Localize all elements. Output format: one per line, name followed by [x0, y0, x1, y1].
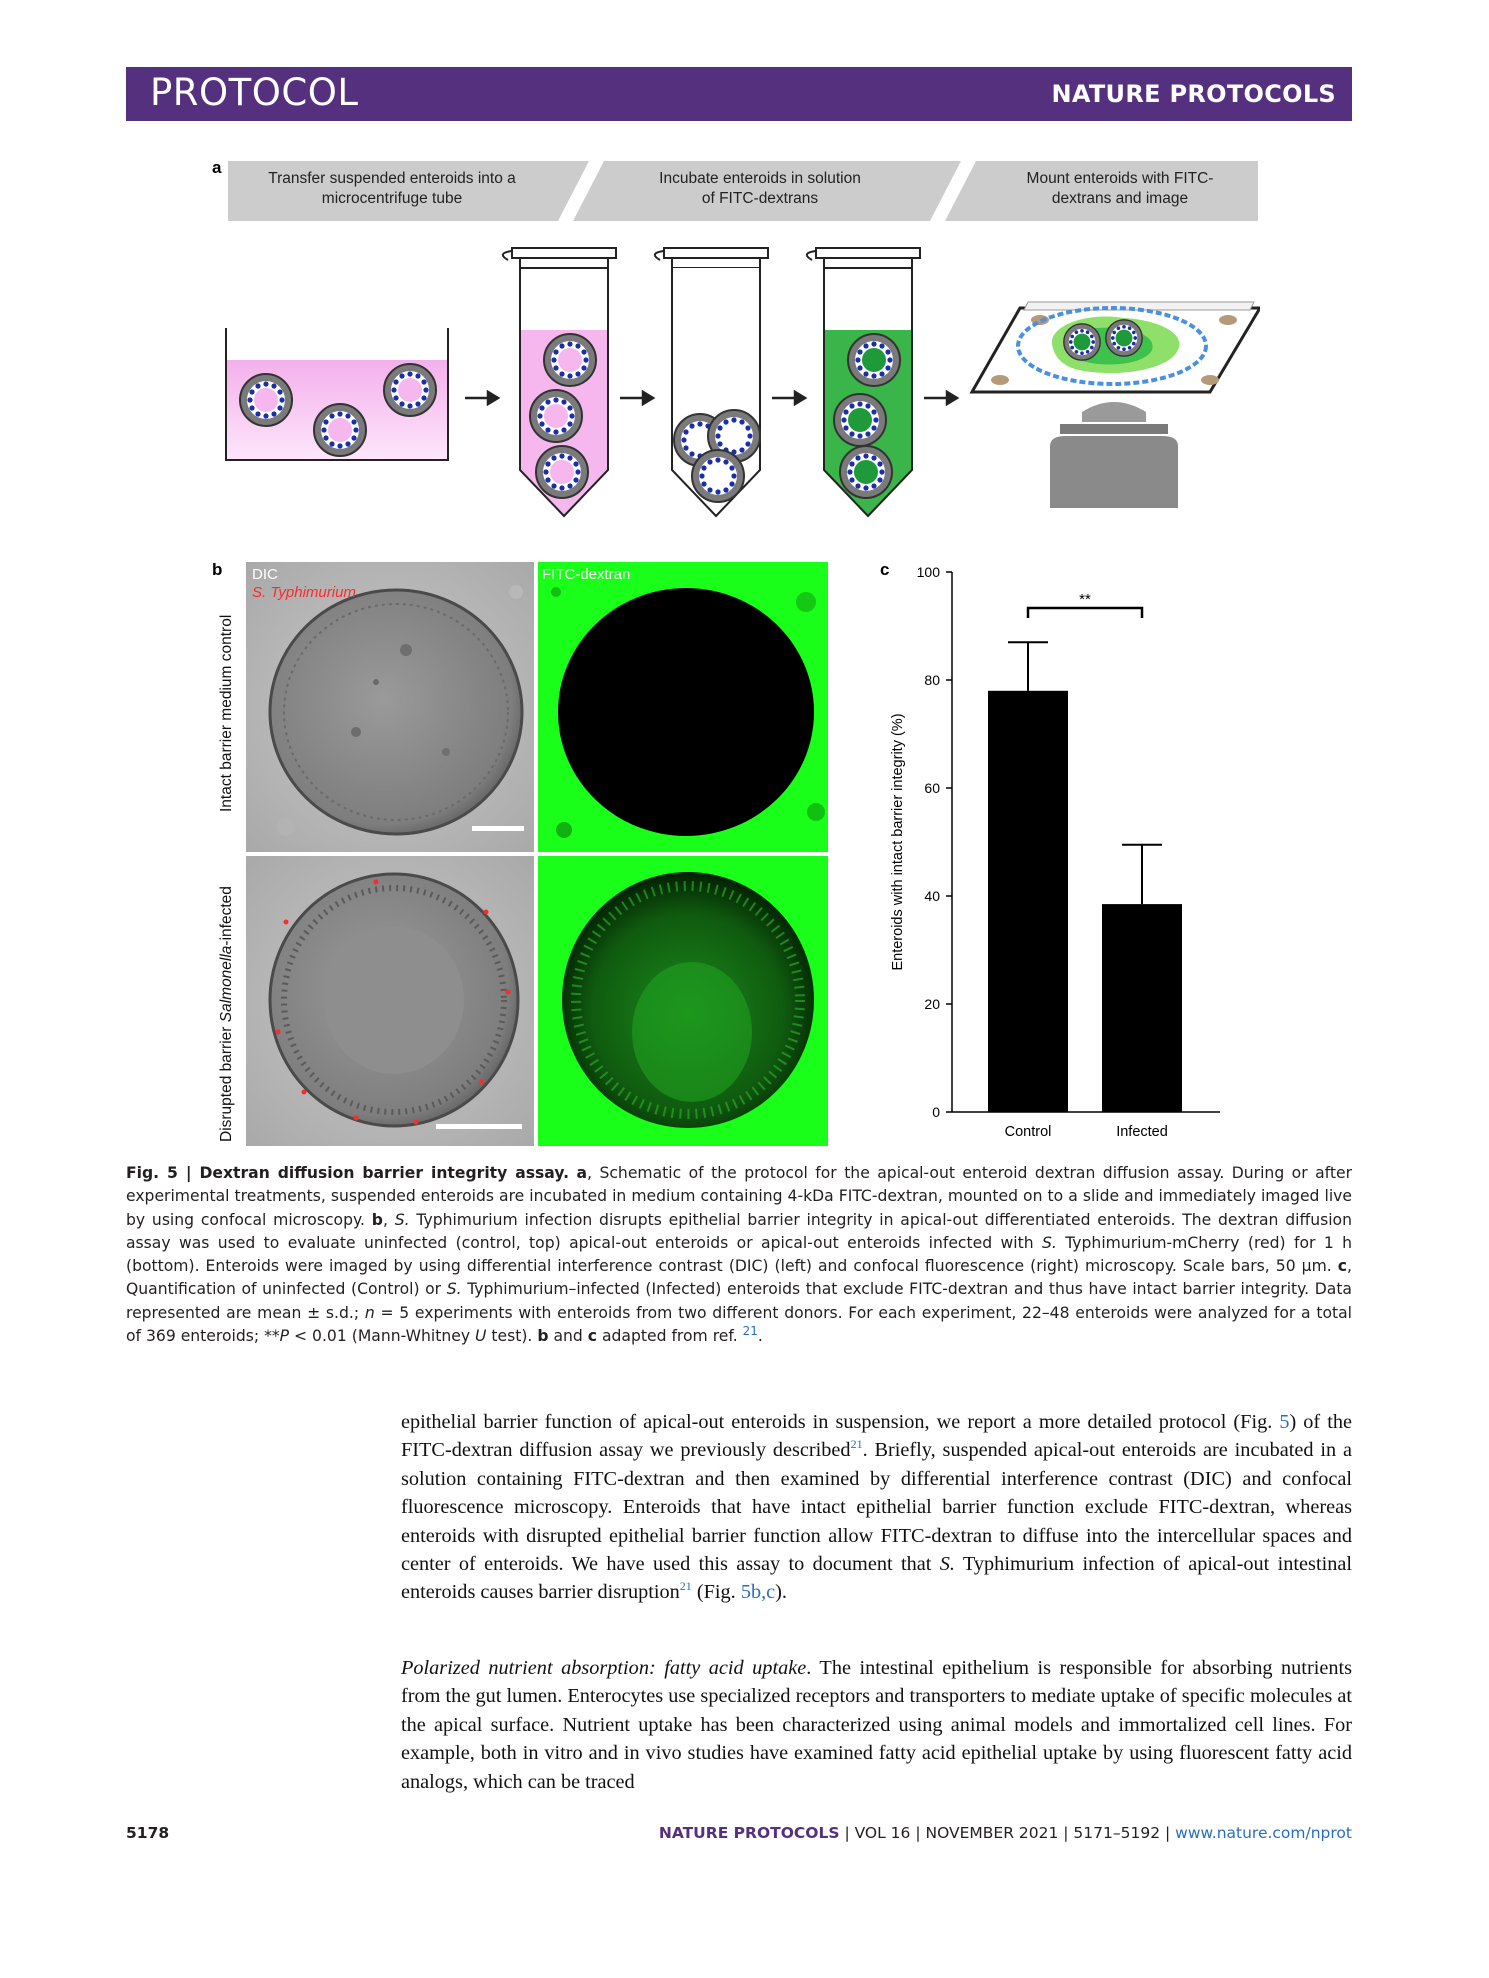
panel-b-letter: b: [212, 560, 223, 579]
caption-b1: ,: [382, 1210, 395, 1229]
protocol-schematic: [225, 247, 1260, 518]
caption-c-p: P: [279, 1327, 290, 1346]
caption-c5: test).: [486, 1327, 538, 1346]
arrow-3: [772, 389, 808, 407]
y-axis-title: Enteroids with intact barrier integrity …: [890, 713, 906, 970]
caption-c1: , Quantification of uninfected (Control)…: [126, 1257, 1352, 1299]
footer-details: | VOL 16 | NOVEMBER 2021 | 5171–5192 |: [839, 1824, 1176, 1842]
tube-3: [823, 268, 913, 518]
fitc-infected-image: [538, 856, 828, 1146]
scale-bar-top: [472, 826, 524, 831]
beaker: [225, 328, 449, 461]
caption-fig-label: Fig. 5 | Dextran diffusion barrier integ…: [126, 1164, 570, 1182]
fitc-control-image: [538, 562, 828, 852]
micrograph-grid: [246, 562, 828, 1146]
body-paragraph-1: epithelial barrier function of apical-ou…: [401, 1408, 1352, 1607]
footer-journal-name: NATURE PROTOCOLS: [658, 1824, 840, 1842]
row-label-intact: Intact barrier medium control: [218, 614, 235, 812]
y-tick-label: 20: [924, 996, 940, 1012]
microscope-objective: [1082, 402, 1146, 422]
panel-a-letter: a: [212, 158, 222, 177]
y-tick-label: 80: [924, 672, 940, 688]
tube-1: [519, 268, 609, 518]
caption-letter-b: b: [371, 1210, 383, 1229]
significance-label: **: [1079, 591, 1091, 608]
dic-infected-image: [246, 856, 534, 1146]
step-banner-1: [228, 161, 589, 221]
row-label-disrupted-text: Disrupted barrier Salmonella-infected: [218, 886, 235, 1142]
caption-c-u: U: [475, 1327, 487, 1346]
significance-bracket: [1026, 606, 1144, 618]
p2-text: . The intestinal epithelium is responsib…: [401, 1657, 1352, 1793]
step-banner-2: [573, 161, 961, 221]
caption-b3: Typhimurium-mCherry (red) for 1 h (botto…: [126, 1233, 1353, 1276]
caption-c4: < 0.01 (Mann-Whitney: [289, 1327, 475, 1346]
p1-species: S.: [939, 1553, 955, 1576]
dic-label: DIC: [252, 566, 278, 583]
page-header-bar: PROTOCOL NATURE PROTOCOLS: [126, 67, 1352, 121]
p1-text-d: Typhimurium infection of apical-out inte…: [401, 1553, 1352, 1604]
bar-infected: [1102, 904, 1182, 1112]
page-number: 5178: [126, 1824, 170, 1842]
caption-end-and: and: [548, 1327, 588, 1346]
p1-text-c: . Briefly, suspended apical-out enteroid…: [401, 1439, 1352, 1576]
caption-end-period: .: [757, 1327, 763, 1346]
caption-a: , Schematic of the protocol for the apic…: [126, 1164, 1352, 1229]
step-1-text: Transfer suspended enteroids into a micr…: [268, 170, 516, 207]
caption-c2: Typhimurium–infected (Infected) enteroid…: [126, 1280, 1352, 1322]
caption-c-n: n: [364, 1303, 375, 1322]
caption-b-species-2: S.: [1041, 1233, 1057, 1252]
dic-control-image: [246, 562, 534, 852]
step-banner-3: [945, 161, 1258, 221]
footer-journal-line: NATURE PROTOCOLS | VOL 16 | NOVEMBER 202…: [659, 1824, 1352, 1842]
arrow-2: [620, 389, 656, 407]
fig-ref-link[interactable]: 5: [1279, 1411, 1290, 1433]
caption-c3: = 5 experiments with enteroids from two …: [126, 1303, 1352, 1346]
step-3-text: Mount enteroids with FITC-dextrans and i…: [1026, 170, 1214, 207]
caption-c-species: S.: [446, 1280, 462, 1299]
infection-label-text: S. Typhimurium: [252, 584, 356, 601]
p1-text-b: ) of the FITC-dextran diffusion assay we…: [401, 1411, 1352, 1462]
caption-end-c: c: [587, 1327, 598, 1346]
figure-caption: Fig. 5 | Dextran diffusion barrier integ…: [126, 1162, 1352, 1348]
x-tick-label: Infected: [1116, 1124, 1168, 1140]
row-label-disrupted: Disrupted barrier Salmonella-infected: [218, 886, 236, 1142]
body-paragraph-2: Polarized nutrient absorption: fatty aci…: [401, 1654, 1352, 1796]
caption-letter-c: c: [1337, 1257, 1348, 1276]
y-tick-label: 60: [924, 780, 940, 796]
y-tick-label: 0: [932, 1104, 940, 1120]
citation-link-1[interactable]: 21: [850, 1437, 863, 1452]
p1-text-e: (Fig.: [691, 1581, 741, 1604]
caption-b2: Typhimurium infection disrupts epithelia…: [126, 1210, 1352, 1252]
step-banners: [228, 161, 1258, 221]
panel-c-letter: c: [880, 560, 890, 579]
caption-letter-a: a: [576, 1164, 588, 1182]
caption-ref-link[interactable]: 21: [742, 1323, 758, 1338]
p2-title: Polarized nutrient absorption: fatty aci…: [401, 1657, 807, 1679]
caption-end-b: b: [537, 1327, 549, 1346]
y-tick-label: 40: [924, 888, 940, 904]
arrow-4: [924, 389, 960, 407]
salmonella-dots: [275, 879, 511, 1125]
step-2-text: Incubate enteroids in solution of FITC-d…: [659, 170, 861, 207]
infection-label: S. Typhimurium: [252, 584, 356, 601]
fig-ref-link-2[interactable]: 5b,c: [740, 1581, 776, 1604]
caption-end: adapted from ref.: [597, 1327, 743, 1346]
citation-link-2[interactable]: 21: [679, 1579, 692, 1594]
p1-text-a: epithelial barrier function of apical-ou…: [401, 1411, 1280, 1433]
arrow-1: [465, 389, 501, 407]
footer-url-link[interactable]: www.nature.com/nprot: [1175, 1824, 1352, 1842]
p1-text-f: ).: [775, 1581, 787, 1604]
caption-b-species: S.: [394, 1210, 410, 1229]
y-tick-label: 100: [917, 564, 941, 580]
bar-control: [988, 690, 1068, 1112]
scale-bar-bottom: [436, 1124, 522, 1129]
fitc-label: FITC-dextran: [542, 566, 631, 583]
x-tick-label: Control: [1005, 1124, 1052, 1140]
journal-name-header: NATURE PROTOCOLS: [1051, 80, 1336, 108]
section-label: PROTOCOL: [150, 71, 359, 114]
